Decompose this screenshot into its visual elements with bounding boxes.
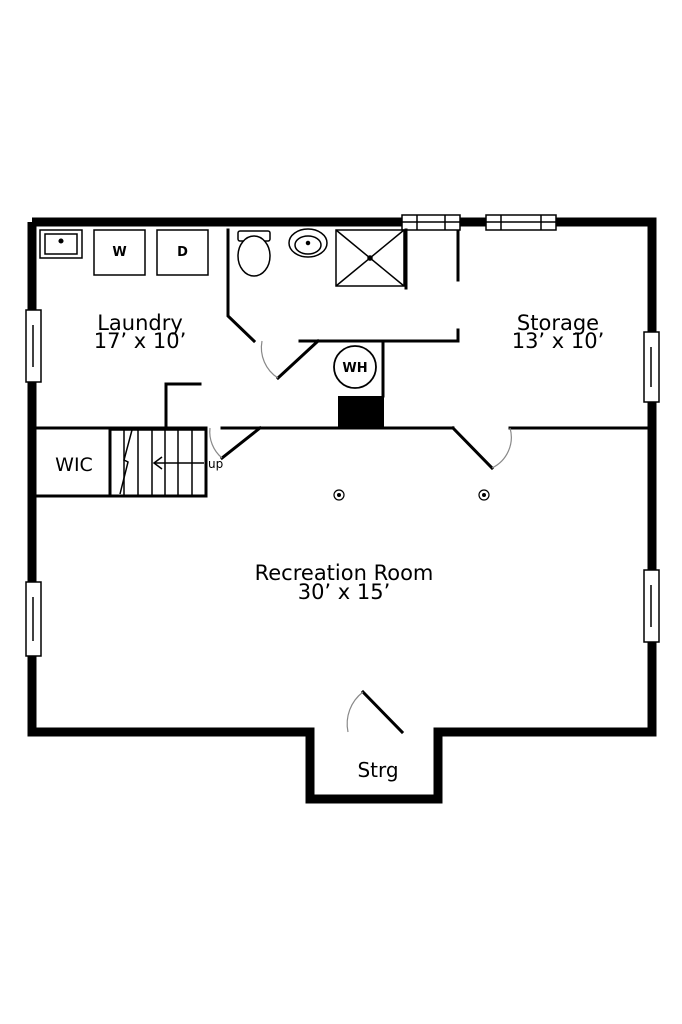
room-name-strg: Strg [357,758,398,782]
dryer-icon: D [156,229,209,276]
window-top-1 [401,214,461,231]
svg-text:WH: WH [342,361,367,376]
shower-icon [335,229,405,287]
room-name-recreation: Recreation Room [255,561,434,585]
toilet-icon [237,230,271,277]
room-dims-storage: 13’ x 10’ [512,329,605,353]
window-top-2 [485,214,557,231]
stairs [109,429,207,497]
chimney-block [338,396,384,428]
room-name-laundry: Laundry [97,311,183,335]
laundry-sink [39,229,83,259]
windows [25,214,660,657]
window-right-1 [643,331,660,403]
window-left-2 [25,581,42,657]
door-arcs [209,340,512,733]
room-name-storage: Storage [517,311,599,335]
window-left-1 [25,309,42,383]
ceiling-lights [333,489,490,501]
window-right-2 [643,569,660,643]
room-dims-recreation: 30’ x 15’ [298,580,391,604]
room-name-wic: WIC [55,454,93,476]
stairs-direction-label: up [208,457,223,471]
room-dims-laundry: 17’ x 10’ [94,329,187,353]
svg-text:W: W [112,245,126,260]
light-fixture-icon [478,489,490,501]
exterior-walls [27,217,657,804]
washer-icon: W [93,229,146,276]
svg-text:D: D [177,245,188,260]
water-heater-icon: WH [333,345,377,389]
sink-icon [288,228,328,258]
interior-walls [36,228,648,735]
light-fixture-icon [333,489,345,501]
